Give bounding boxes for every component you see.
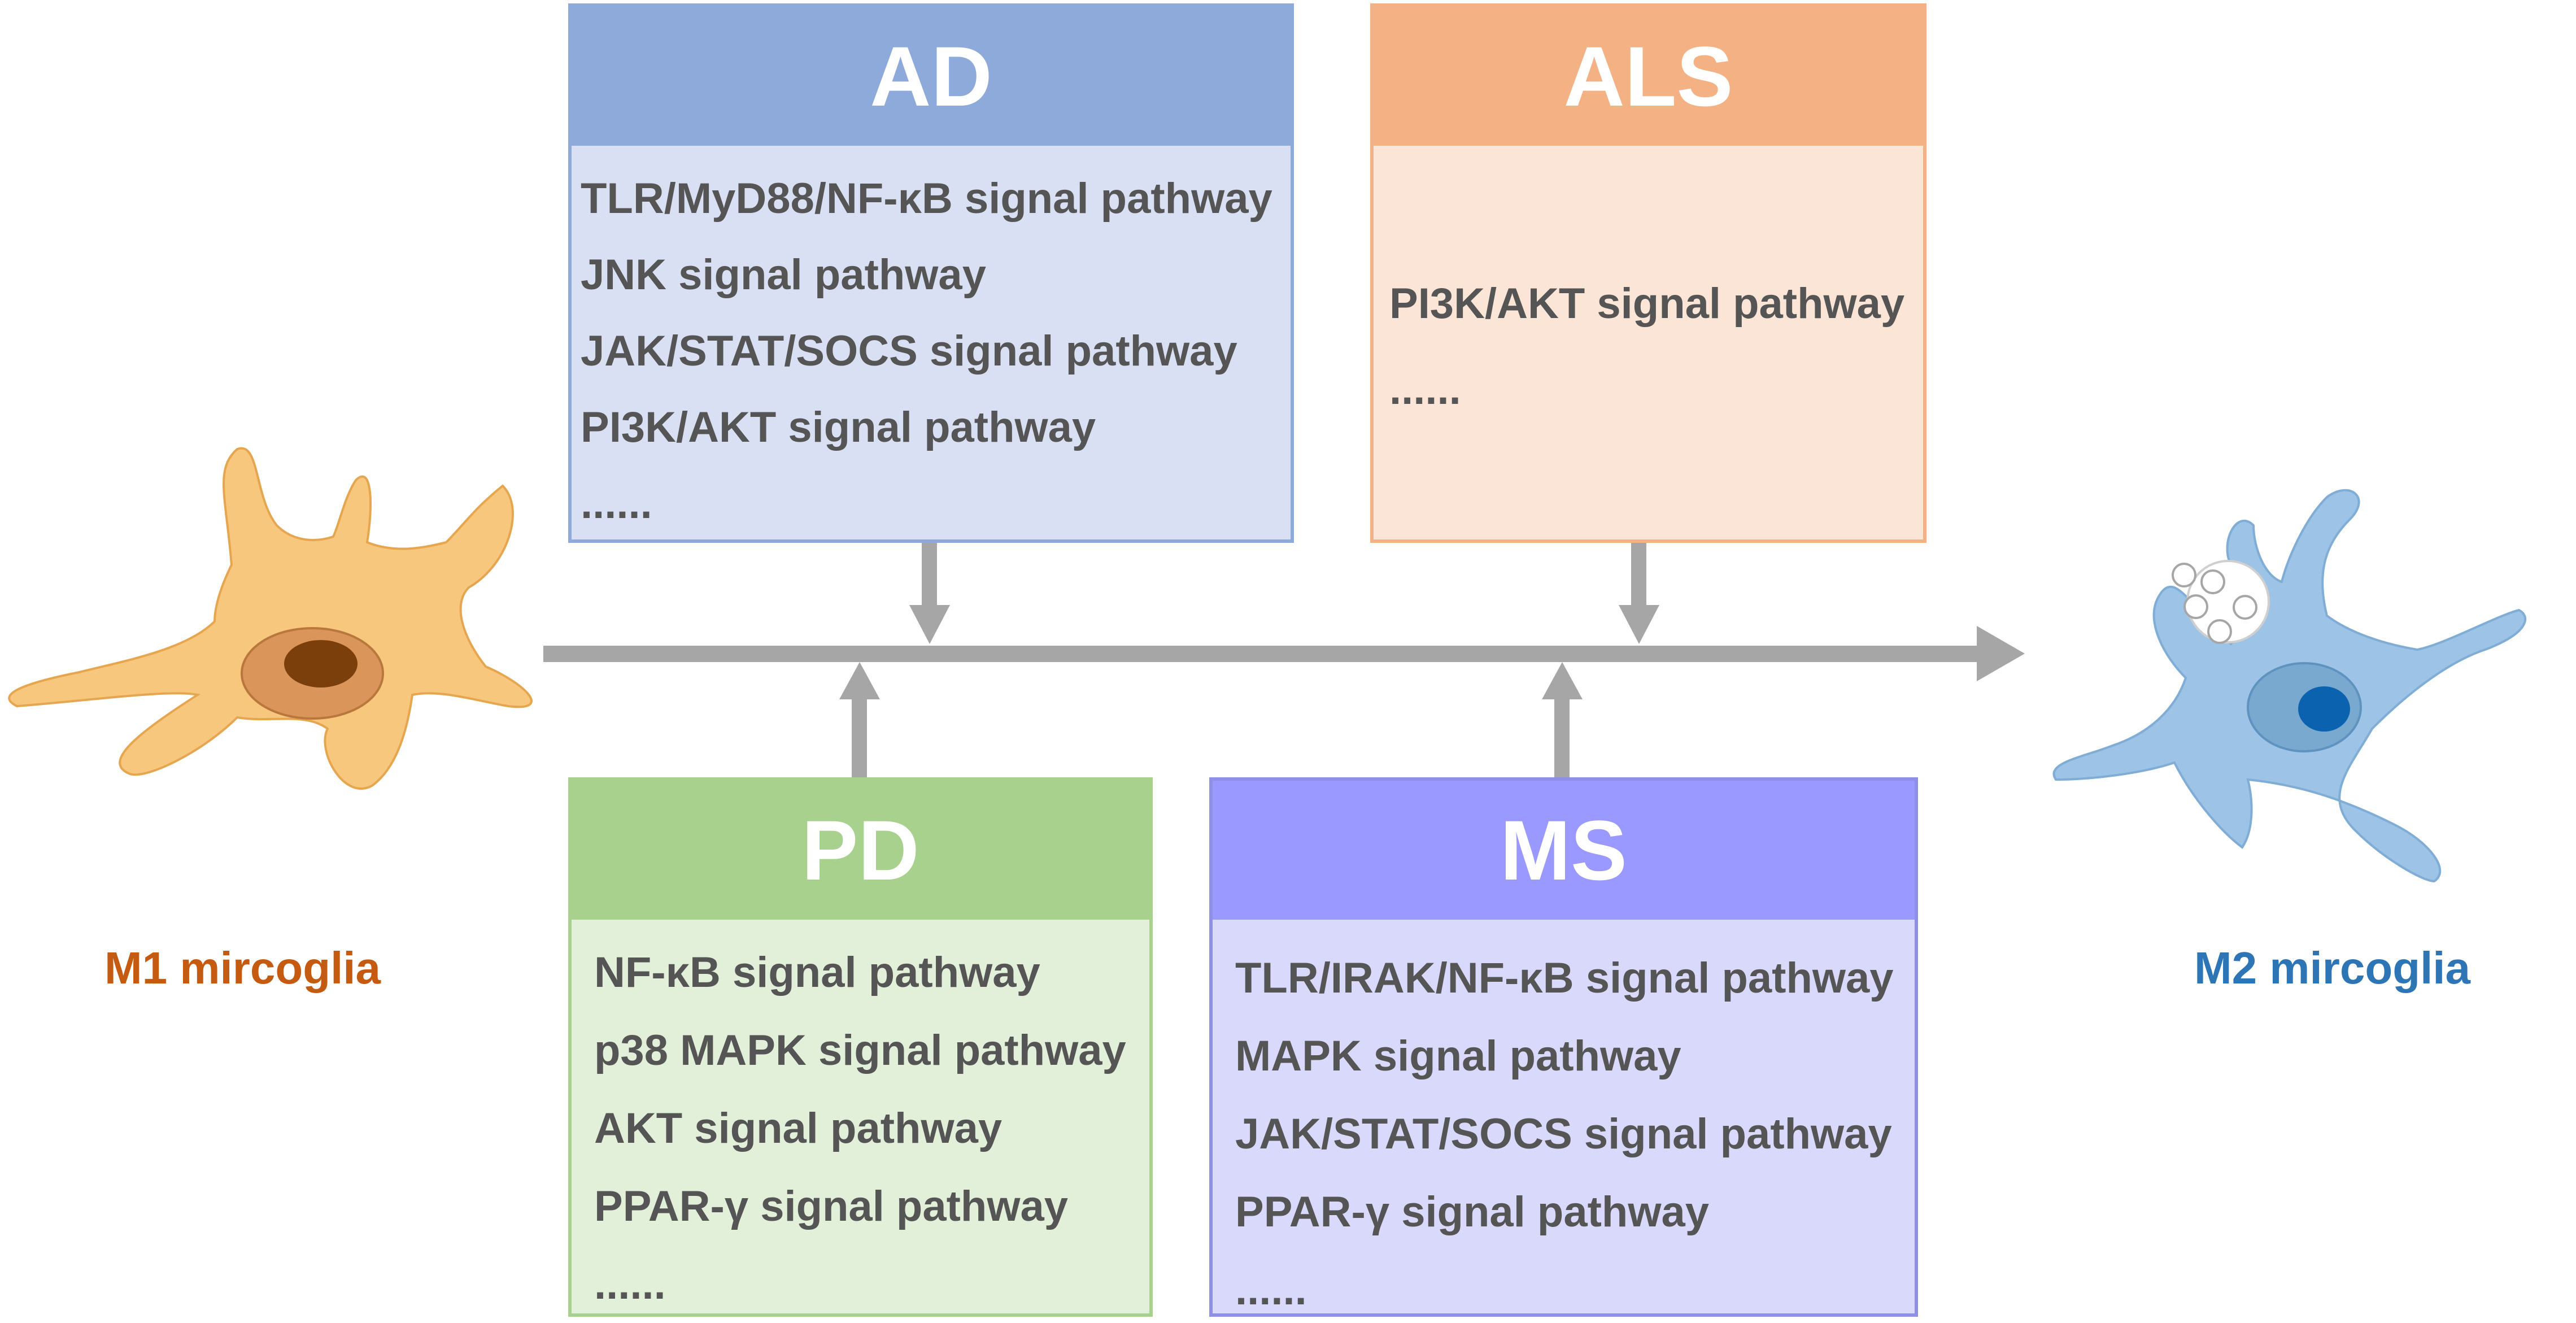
als-down-arrow — [1619, 543, 1659, 644]
ad-pathway-item: JAK/STAT/SOCS signal pathway — [581, 327, 1237, 375]
ms-box-header: MS — [1213, 781, 1915, 920]
ms-box-body: TLR/IRAK/NF-κB signal pathway MAPK signa… — [1213, 920, 1915, 1313]
ad-pathway-item: PI3K/AKT signal pathway — [581, 403, 1096, 451]
pd-box-body: NF-κB signal pathway p38 MAPK signal pat… — [572, 920, 1149, 1313]
ad-box-body: TLR/MyD88/NF-κB signal pathway JNK signa… — [572, 146, 1291, 539]
pd-pathway-item: PPAR-γ signal pathway — [594, 1182, 1069, 1230]
m2-microglia-cell — [2052, 489, 2527, 883]
m1-microglia-label: M1 mircoglia — [104, 943, 381, 993]
pd-up-arrow — [839, 662, 880, 777]
m2-cell-nucleus — [2298, 686, 2350, 732]
ad-pathway-item: TLR/MyD88/NF-κB signal pathway — [581, 175, 1272, 223]
m2-vesicle — [2233, 595, 2257, 620]
als-box-body: PI3K/AKT signal pathway ...... — [1374, 146, 1923, 539]
main-arrow-head — [1977, 626, 2025, 681]
pd-box: PD NF-κB signal pathway p38 MAPK signal … — [568, 777, 1153, 1317]
als-title: ALS — [1563, 28, 1733, 124]
als-box-header: ALS — [1374, 7, 1923, 146]
als-box: ALS PI3K/AKT signal pathway ...... — [1370, 3, 1926, 543]
pd-pathway-item: p38 MAPK signal pathway — [594, 1026, 1126, 1074]
ms-pathway-item: TLR/IRAK/NF-κB signal pathway — [1235, 954, 1894, 1002]
main-arrow — [543, 626, 2025, 681]
m2-vesicle — [2207, 619, 2232, 644]
m2-vesicle — [2183, 594, 2208, 619]
m1-cell-nucleus — [284, 640, 358, 687]
als-ellipsis: ...... — [1389, 365, 1461, 414]
ms-ellipsis: ...... — [1235, 1266, 1307, 1314]
main-arrow-line — [543, 646, 1995, 662]
ad-ellipsis: ...... — [581, 480, 652, 528]
pd-box-header: PD — [572, 781, 1149, 920]
ms-pathway-item: JAK/STAT/SOCS signal pathway — [1235, 1110, 1892, 1158]
ms-pathway-item: PPAR-γ signal pathway — [1235, 1188, 1710, 1236]
m2-vesicle — [2200, 569, 2225, 594]
m1-cell-body — [8, 447, 533, 790]
ad-pathway-item: JNK signal pathway — [581, 251, 986, 299]
pd-pathway-item: NF-κB signal pathway — [594, 948, 1040, 996]
ms-box: MS TLR/IRAK/NF-κB signal pathway MAPK si… — [1209, 777, 1918, 1317]
pd-ellipsis: ...... — [594, 1260, 666, 1308]
ms-pathway-item: MAPK signal pathway — [1235, 1032, 1681, 1080]
ms-up-arrow — [1542, 662, 1583, 777]
ad-down-arrow — [909, 543, 950, 644]
ad-box: AD TLR/MyD88/NF-κB signal pathway JNK si… — [568, 3, 1294, 543]
ad-box-header: AD — [572, 7, 1291, 146]
ad-title: AD — [870, 28, 992, 124]
ms-title: MS — [1500, 802, 1627, 898]
m1-microglia-cell — [8, 447, 533, 790]
als-pathway-item: PI3K/AKT signal pathway — [1389, 280, 1905, 328]
m2-vesicle — [2172, 563, 2196, 587]
pd-pathway-item: AKT signal pathway — [594, 1104, 1002, 1152]
pd-title: PD — [801, 802, 919, 898]
m2-microglia-label: M2 mircoglia — [2194, 943, 2471, 993]
